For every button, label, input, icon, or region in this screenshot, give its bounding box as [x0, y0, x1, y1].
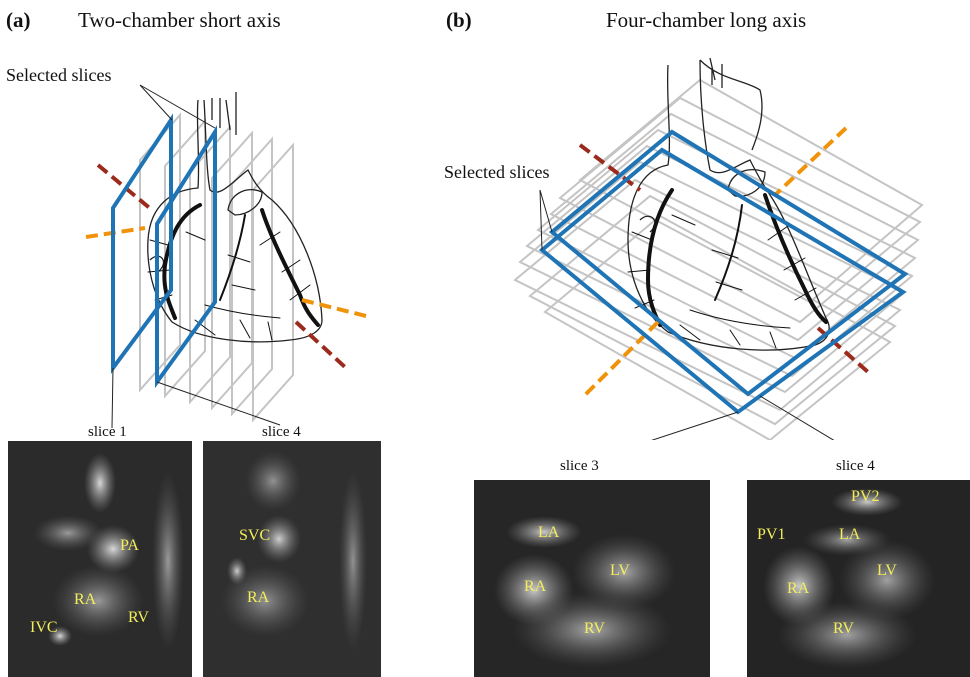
slice-diagrams [85, 57, 924, 440]
mri-image-b-slice-4: PV2 PV1 LA RA LV RV [747, 480, 970, 677]
mri-label-la: LA [538, 524, 560, 541]
panel-b-heart-outline [627, 57, 830, 351]
mri-label-lv: LV [610, 562, 630, 579]
panel-a-letter: (a) [6, 8, 31, 32]
panel-b-slice-4-label: slice 4 [836, 458, 875, 474]
panel-b-coronary-vessels [627, 188, 828, 349]
mri-image-a-slice-4: SVC RA [203, 441, 381, 677]
mri-label-pv2: PV2 [851, 488, 880, 505]
mri-label-rv: RV [833, 620, 854, 637]
mri-label-ivc: IVC [30, 619, 58, 636]
mri-label-ra: RA [247, 589, 270, 606]
panel-b-letter: (b) [446, 8, 472, 32]
panel-b-leader-lines [539, 189, 835, 440]
panel-a-slice-1-label: slice 1 [88, 424, 127, 440]
panel-b-selected-slices-label: Selected slices [444, 162, 550, 182]
panel-b-diagram [513, 57, 924, 440]
mri-label-rv: RV [584, 620, 605, 637]
panel-a-title: Two-chamber short axis [78, 8, 281, 32]
mri-label-ra: RA [524, 578, 547, 595]
panel-a-slice-4-label: slice 4 [262, 424, 301, 440]
panel-a-heart-outline [147, 92, 323, 343]
panel-b-title: Four-chamber long axis [606, 8, 807, 32]
panel-b-selected-slices [538, 129, 909, 415]
panel-a-gray-slices [139, 112, 294, 423]
mri-label-ra: RA [787, 580, 810, 597]
mri-image-a-slice-1: PA RA RV IVC [8, 441, 192, 677]
panel-b-gray-slices [513, 78, 924, 440]
panel-a-leader-lines [111, 84, 281, 429]
mri-image-b-slice-3: LA RA LV RV [474, 480, 710, 677]
panel-b-axis-lines [578, 126, 870, 397]
panel-a-axis-lines [85, 163, 367, 370]
mri-label-svc: SVC [239, 527, 271, 544]
mri-label-pv1: PV1 [757, 526, 786, 543]
panel-b-slice-3-label: slice 3 [560, 458, 599, 474]
panel-a-diagram [85, 84, 367, 429]
panel-a-selected-slices-label: Selected slices [6, 65, 112, 85]
mri-label-lv: LV [877, 562, 897, 579]
mri-label-rv: RV [128, 609, 149, 626]
mri-label-la: LA [839, 526, 861, 543]
panel-a-coronary-vessels [147, 203, 320, 341]
mri-label-ra: RA [74, 591, 97, 608]
panel-a-selected-slices [111, 113, 217, 389]
mri-label-pa: PA [120, 537, 139, 554]
